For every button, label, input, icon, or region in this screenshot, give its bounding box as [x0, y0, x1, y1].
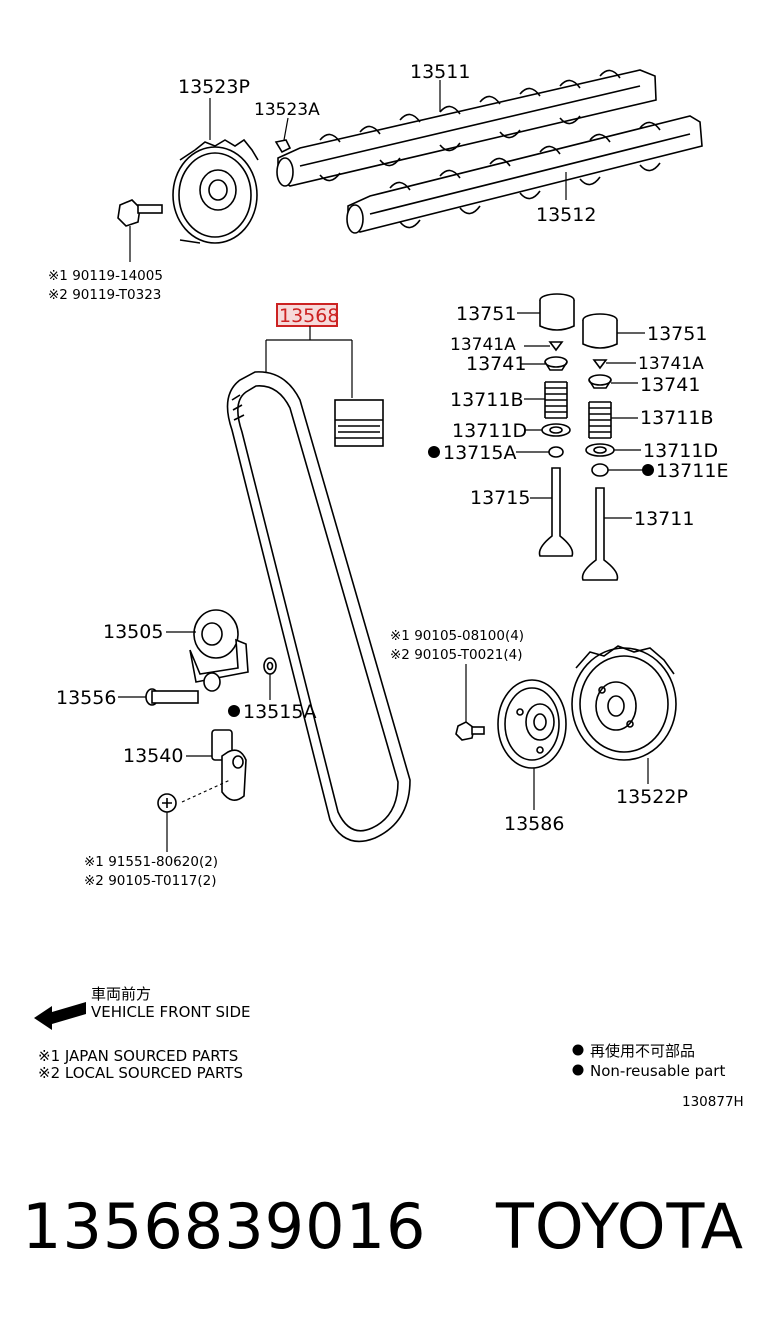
label-13711B-left: 13711B — [450, 389, 523, 411]
valve-spring-left-illustration — [544, 381, 568, 419]
crank-bolt-illustration — [455, 721, 485, 741]
label-13711E: 13711E — [656, 460, 728, 482]
label-13522P: 13522P — [616, 786, 688, 808]
plug-illustration — [157, 793, 177, 813]
nonreusable-en: Non-reusable part — [590, 1062, 725, 1080]
spring-seat-right-illustration — [585, 443, 615, 457]
label-13741A-left: 13741A — [450, 335, 516, 355]
camshaft-13512-illustration — [346, 115, 703, 234]
label-13556: 13556 — [56, 687, 116, 709]
tensioner-illustration — [181, 729, 247, 803]
pulley-bolt-illustration — [117, 199, 163, 262]
parts-diagram: 13523P 13523A 13511 13512 ※1 90119-14005… — [34, 61, 744, 1110]
pulley-bolt-note-japan: ※1 90105-08100(4) — [390, 628, 524, 644]
footer-part-number: 1356839016 — [22, 1190, 427, 1263]
idler-bolt-illustration — [145, 688, 199, 706]
vehicle-front-arrow — [34, 1002, 86, 1030]
label-13711D-right: 13711D — [643, 440, 718, 462]
plug-note-japan: ※1 91551-80620(2) — [84, 854, 218, 870]
valve-keeper-left-illustration — [548, 341, 564, 352]
pulley-bolt-note-local: ※2 90105-T0021(4) — [390, 647, 523, 663]
plug-note-local: ※2 90105-T0117(2) — [84, 873, 217, 889]
label-13715: 13715 — [470, 487, 530, 509]
label-13715A: 13715A — [443, 442, 516, 464]
label-13711B-right: 13711B — [640, 407, 713, 429]
label-13711D-left: 13711D — [452, 420, 527, 442]
intake-valve-illustration — [581, 487, 619, 581]
nonreusable-legend-dot-en — [572, 1064, 584, 1076]
camshaft-timing-pulley-illustration — [172, 138, 259, 244]
dowel-pin-illustration — [274, 139, 292, 154]
label-13523A: 13523A — [254, 100, 320, 120]
label-13568[interactable]: 13568 — [279, 305, 339, 327]
label-13515A: 13515A — [243, 701, 316, 723]
label-13540: 13540 — [123, 745, 183, 767]
crank-timing-pulley-13522P-illustration — [571, 645, 677, 761]
highlight-box — [276, 303, 338, 327]
local-sourced-legend: ※2 LOCAL SOURCED PARTS — [38, 1064, 243, 1082]
spring-seat-left-illustration — [541, 423, 571, 437]
footer-brand: TOYOTA — [495, 1190, 744, 1263]
valve-spring-right-illustration — [588, 401, 612, 439]
bolt-note-local: ※2 90119-T0323 — [48, 287, 161, 303]
crank-pulley-13586-illustration — [497, 679, 567, 769]
washer-illustration — [263, 657, 277, 675]
nonreusable-dot-13711E — [642, 464, 654, 476]
label-13741A-right: 13741A — [638, 354, 704, 374]
valve-seal-right-illustration — [591, 463, 609, 477]
nonreusable-dot-13515A — [228, 705, 240, 717]
label-13741-left: 13741 — [466, 353, 526, 375]
label-13586: 13586 — [504, 813, 564, 835]
label-13511: 13511 — [410, 61, 470, 83]
japan-sourced-legend: ※1 JAPAN SOURCED PARTS — [38, 1047, 238, 1065]
spring-retainer-right-illustration — [588, 374, 612, 389]
exhaust-valve-illustration — [538, 467, 574, 557]
nonreusable-legend-dot-jp — [572, 1044, 584, 1056]
diagram-code: 130877H — [682, 1094, 744, 1110]
vehicle-front-jp: 車両前方 — [91, 985, 151, 1003]
bolt-note-japan: ※1 90119-14005 — [48, 268, 163, 284]
nonreusable-dot-13715A — [428, 446, 440, 458]
timing-belt-illustration — [226, 371, 411, 843]
idler-pulley-illustration — [189, 609, 249, 692]
nonreusable-jp: 再使用不可部品 — [590, 1042, 695, 1060]
label-13711: 13711 — [634, 508, 694, 530]
spring-retainer-left-illustration — [544, 356, 568, 371]
camshaft-13511-illustration — [276, 69, 657, 187]
valve-lifter-right-illustration — [582, 313, 618, 349]
valve-lifter-left-illustration — [539, 293, 575, 331]
belt-section-illustration — [334, 399, 384, 447]
vehicle-front-en: VEHICLE FRONT SIDE — [91, 1003, 251, 1021]
label-13741-right: 13741 — [640, 374, 700, 396]
label-13751-left: 13751 — [456, 303, 516, 325]
label-13523P: 13523P — [178, 76, 250, 98]
label-13751-right: 13751 — [647, 323, 707, 345]
valve-seal-left-illustration — [548, 446, 564, 458]
label-13512: 13512 — [536, 204, 596, 226]
label-13505: 13505 — [103, 621, 163, 643]
valve-keeper-right-illustration — [592, 359, 608, 370]
